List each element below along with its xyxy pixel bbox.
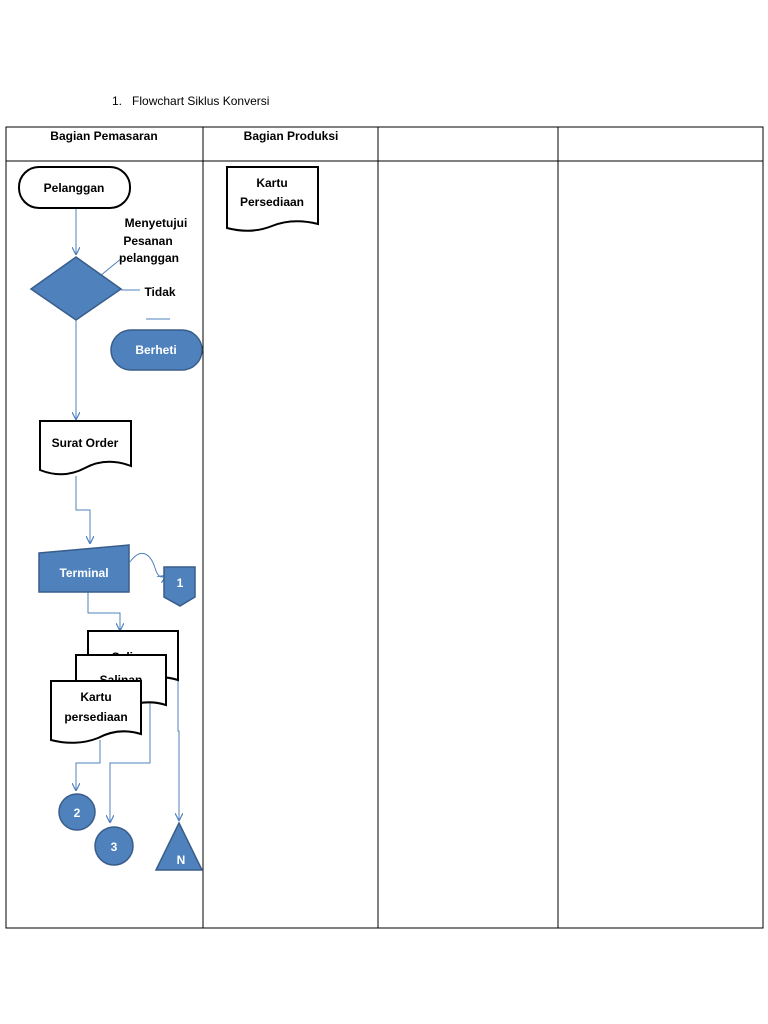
kartu-produksi-line-1: Kartu [256, 176, 287, 190]
tidak-label: Tidak [144, 285, 175, 299]
flow-surat-order-to-terminal [75, 476, 90, 543]
kartu-produksi-line-2: Persediaan [240, 195, 304, 209]
approval-decision [29, 256, 123, 321]
swimlane-table [5, 126, 764, 929]
surat-order-label: Surat Order [52, 436, 119, 450]
kartu-persediaan-line-1: Kartu [80, 690, 111, 704]
callout-line-approval [99, 257, 123, 277]
kartu-persediaan-produksi-document: Kartu Persediaan [226, 166, 319, 232]
connector-2: 2 [58, 793, 96, 831]
heading-number: 1. [112, 94, 123, 108]
heading-title: Flowchart Siklus Konversi [132, 94, 270, 108]
approval-label-line-1: Menyetujui [125, 216, 188, 230]
connector-3: 3 [94, 826, 134, 866]
terminal-label: Terminal [59, 566, 108, 580]
page-heading: 1. Flowchart Siklus Konversi [112, 94, 269, 108]
berhenti-terminator: Berheti [110, 329, 203, 371]
file-n-label: N [177, 853, 186, 867]
connector-2-label: 2 [74, 806, 81, 820]
connector-1-label: 1 [177, 576, 184, 590]
flow-terminal-to-documents [87, 592, 120, 630]
file-n-storage: N [154, 821, 204, 871]
connector-3-label: 3 [111, 840, 118, 854]
approval-label-line-3: pelanggan [119, 251, 179, 265]
flow-to-connector-3 [110, 702, 151, 822]
flow-to-connector-2 [76, 740, 101, 790]
flow-to-file-n [178, 680, 179, 820]
offpage-connector-1: 1 [163, 566, 196, 607]
pelanggan-terminator: Pelanggan [18, 166, 131, 209]
pelanggan-label: Pelanggan [44, 181, 105, 195]
terminal-input: Terminal [38, 544, 130, 593]
approval-label-line-2: Pesanan [123, 234, 172, 248]
flow-terminal-to-connector-1 [129, 553, 165, 577]
kartu-persediaan-document: Kartu persediaan [50, 680, 142, 744]
column-header-pemasaran: Bagian Pemasaran [50, 129, 157, 143]
kartu-persediaan-line-2: persediaan [64, 710, 127, 724]
flow-lines [76, 208, 179, 822]
column-header-produksi: Bagian Produksi [244, 129, 339, 143]
berhenti-label: Berheti [135, 343, 176, 357]
surat-order-document: Surat Order [39, 420, 132, 476]
table-border [5, 126, 764, 929]
